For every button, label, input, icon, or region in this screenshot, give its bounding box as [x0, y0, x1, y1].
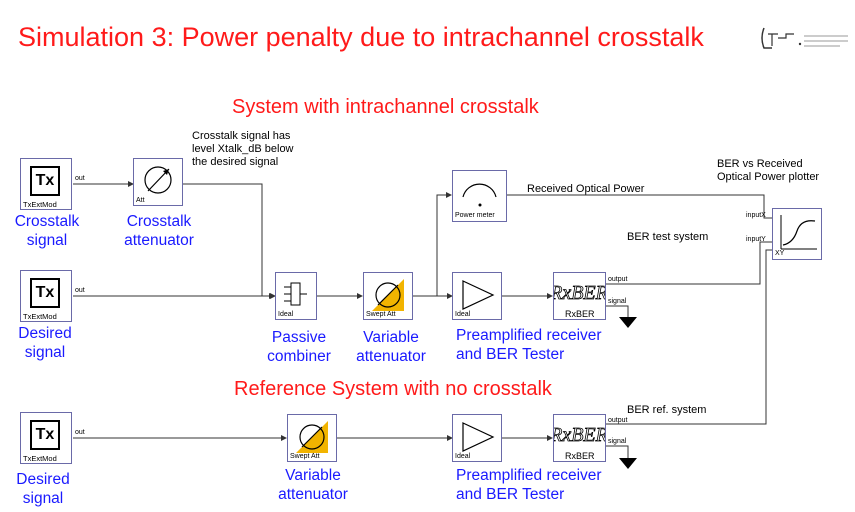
reference-rxber-block[interactable]: RxBER RxBER — [549, 414, 609, 462]
crosstalk-note-line3: the desired signal — [192, 156, 279, 168]
plot-icon — [780, 215, 817, 250]
swept-attenuator-block[interactable]: Swept Att — [363, 272, 413, 320]
tx-symbol: Tx — [30, 420, 60, 450]
port-out-label: out — [75, 175, 85, 182]
port-output-label: output — [608, 417, 628, 424]
power-meter-icon — [462, 183, 497, 207]
ber-test-note: BER test system — [627, 231, 709, 243]
port-signal-label: signal — [608, 298, 627, 305]
swept-attenuator-icon — [296, 421, 328, 453]
swept-att-label: Swept Att — [366, 311, 396, 318]
power-meter-block[interactable]: Power meter — [452, 170, 507, 222]
desired-tx-block[interactable]: Tx TxExtMod — [20, 270, 72, 322]
port-output-label: output — [608, 276, 628, 283]
tx-block-label: TxExtMod — [23, 200, 57, 209]
tx-block-label: TxExtMod — [23, 454, 57, 463]
received-power-note: Received Optical Power — [527, 183, 645, 195]
plotter-note-line1: BER vs Received — [717, 158, 803, 170]
crosstalk-tx-block[interactable]: Tx TxExtMod — [20, 158, 72, 210]
institution-logo — [761, 27, 848, 49]
port-inputy-label: inputY — [746, 236, 766, 243]
reference-swept-attenuator-block[interactable]: Swept Att — [287, 414, 337, 462]
port-inputx-label: inputX — [746, 212, 766, 219]
section-crosstalk-heading: System with intrachannel crosstalk — [232, 96, 539, 118]
rxber-icon: RxBER — [549, 424, 609, 447]
attenuator-icon — [144, 166, 172, 194]
att-label: Att — [136, 197, 145, 204]
preamp-receiver-block[interactable]: Ideal — [452, 272, 502, 320]
rxber-block[interactable]: RxBER RxBER — [549, 272, 609, 320]
amplifier-icon — [462, 280, 495, 310]
swept-att-label: Swept Att — [290, 453, 320, 460]
amplifier-icon — [462, 422, 495, 452]
passive-combiner-block[interactable]: Ideal — [275, 272, 317, 320]
rxber-icon: RxBER — [549, 282, 609, 305]
crosstalk-attenuator-block[interactable]: Att — [133, 158, 183, 206]
tx-symbol: Tx — [30, 278, 60, 308]
ideal-label: Ideal — [455, 311, 471, 318]
section-reference-heading: Reference System with no crosstalk — [234, 378, 552, 400]
combiner-icon — [284, 282, 307, 306]
ber-ref-note: BER ref. system — [627, 404, 707, 416]
tx-block-label: TxExtMod — [23, 312, 57, 321]
crosstalk-note-line1: Crosstalk signal has — [192, 130, 291, 142]
crosstalk-note-line2: level Xtalk_dB below — [192, 143, 294, 155]
ideal-label: Ideal — [455, 453, 471, 460]
plotter-note-line2: Optical Power plotter — [717, 171, 820, 183]
page-title: Simulation 3: Power penalty due to intra… — [18, 22, 704, 52]
rxber-label: RxBER — [565, 451, 595, 461]
svg-text:RxBER: RxBER — [554, 282, 605, 304]
reference-tx-block[interactable]: Tx TxExtMod — [20, 412, 72, 464]
swept-attenuator-icon — [372, 279, 404, 311]
reference-preamp-receiver-block[interactable]: Ideal — [452, 414, 502, 462]
ideal-label: Ideal — [278, 311, 294, 318]
xy-label: XY — [775, 250, 785, 257]
port-out-label: out — [75, 287, 85, 294]
tx-symbol: Tx — [30, 166, 60, 196]
port-out-label: out — [75, 429, 85, 436]
rxber-label: RxBER — [565, 309, 595, 319]
power-meter-label: Power meter — [455, 212, 495, 219]
svg-text:RxBER: RxBER — [554, 424, 605, 446]
port-signal-label: signal — [608, 438, 627, 445]
xy-plotter-block[interactable]: XY — [772, 208, 822, 260]
